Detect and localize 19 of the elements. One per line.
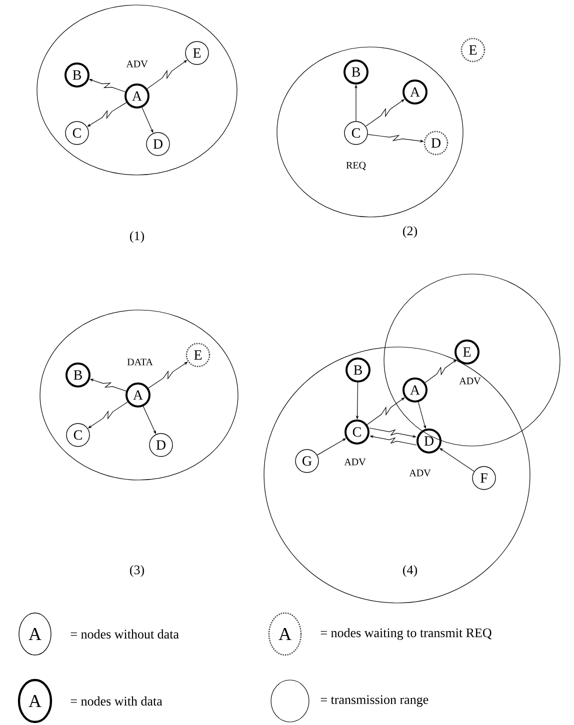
message-label: ADV [126, 60, 148, 68]
range-circle [276, 46, 464, 218]
range-circle [40, 310, 238, 480]
legend-text: = nodes waiting to transmit REQ [320, 628, 492, 640]
range-circle [264, 346, 530, 604]
legend-text: = nodes without data [70, 629, 179, 639]
legend-text: = transmission range [320, 695, 428, 707]
message-label: ADV [409, 470, 431, 476]
panel-number: (3) [130, 565, 144, 577]
panel-number: (1) [130, 231, 144, 243]
message-label: ADV [459, 378, 481, 384]
message-label: ADV [344, 458, 366, 466]
message-label: DATA [127, 358, 153, 366]
message-label: REQ [346, 162, 366, 170]
panel-number: (2) [403, 226, 418, 238]
range-circle [384, 274, 560, 446]
range-circle [36, 4, 238, 176]
legend-text: = nodes with data [70, 696, 162, 706]
panel-number: (4) [403, 565, 418, 577]
